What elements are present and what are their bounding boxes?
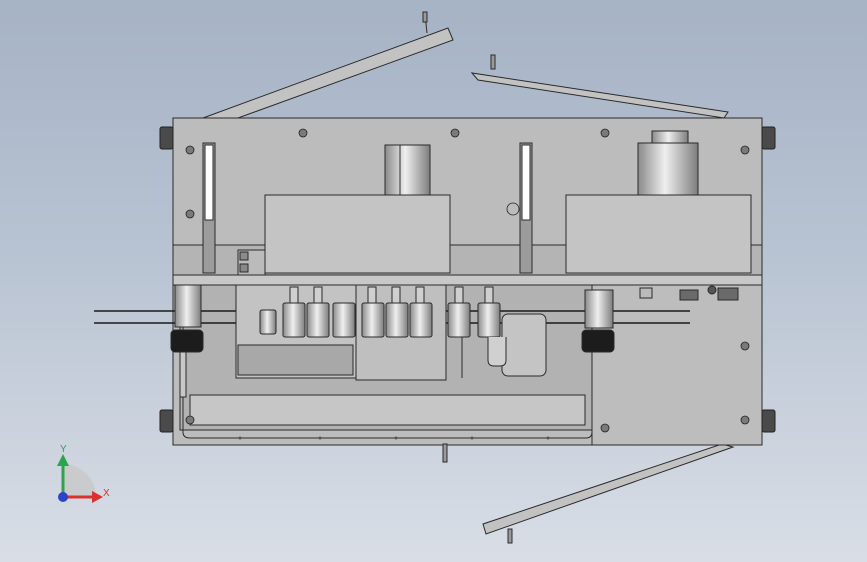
screw-holes	[185, 128, 750, 433]
housing-details	[239, 251, 448, 463]
lid-strut-lower	[482, 443, 735, 544]
lid-strut-upper-right	[470, 54, 729, 119]
x-axis-label: X	[103, 488, 110, 499]
y-axis-label: Y	[60, 444, 67, 455]
tube-loop	[461, 313, 547, 378]
roller-stems	[289, 286, 494, 304]
edge-rivets	[238, 436, 550, 440]
roller-units	[259, 302, 501, 338]
guide-slot-right	[519, 142, 533, 274]
connectors-right	[639, 285, 739, 301]
coordinate-triad: Y X	[57, 444, 110, 503]
guide-slot-left	[202, 142, 216, 274]
motor-cover-left	[237, 144, 451, 276]
lid-strut-upper-left	[202, 11, 454, 119]
end-cylinder-left	[170, 284, 204, 398]
end-cylinder-right	[581, 289, 615, 353]
x-axis-head	[92, 491, 103, 503]
mounting-lugs	[159, 126, 776, 433]
z-axis-marker	[58, 492, 68, 502]
y-axis-head	[57, 454, 69, 466]
motor-cover-right	[565, 130, 752, 274]
